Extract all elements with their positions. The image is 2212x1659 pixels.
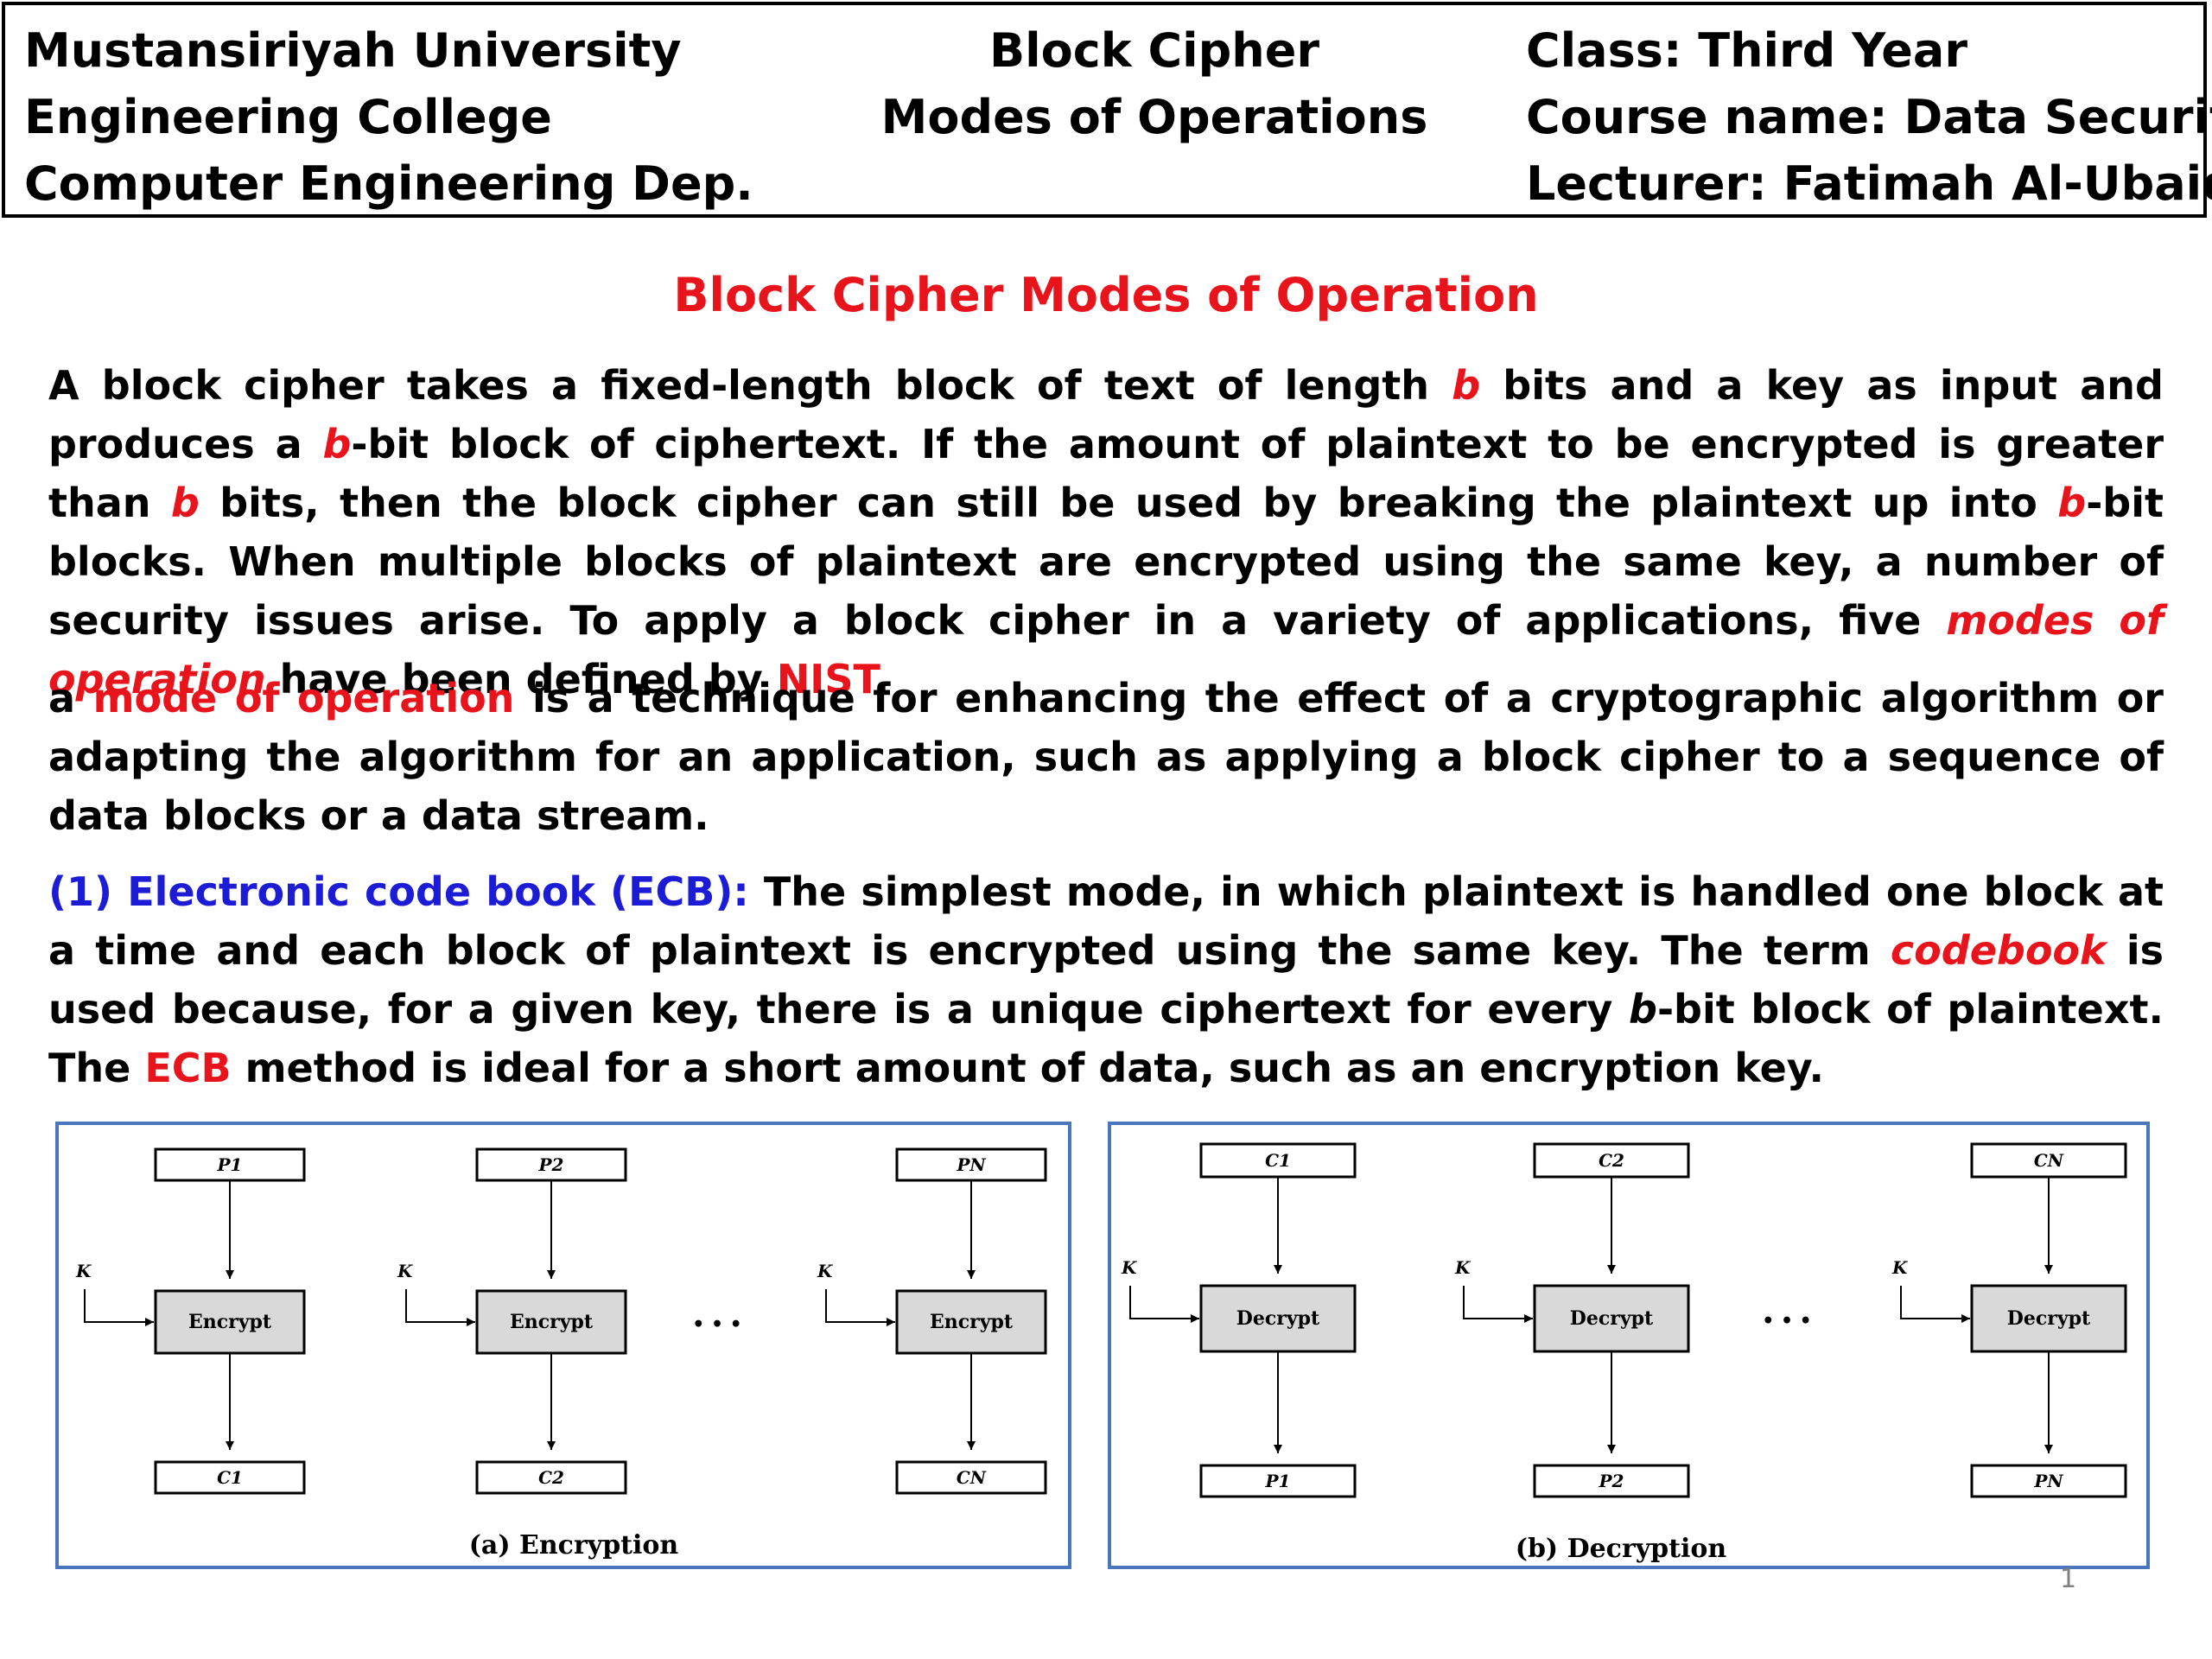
label-cn: CN [957,1467,987,1488]
header-box: Mustansiriyah University Engineering Col… [2,2,2212,218]
encrypt-label: Encrypt [930,1311,1014,1333]
key-arrow [825,1289,895,1326]
nist-term: NIST [776,656,874,702]
text-run: a [48,675,93,721]
key-label: K [1891,1257,1909,1278]
text-run: . [874,656,890,702]
text-run: method is ideal for a short amount of da… [231,1045,1825,1091]
label-pn: PN [956,1154,986,1175]
figure-caption: (a) Encryption [469,1530,679,1560]
mode-of-operation-term: mode of operation [92,675,515,721]
encrypt-label: Encrypt [188,1311,272,1333]
text-run: -bit blocks. When multiple blocks of pla… [48,480,2164,644]
key-arrow [84,1289,154,1326]
key-label: K [75,1261,92,1281]
var-b: b [170,480,200,526]
modes-of-operation-term: modes of operation [48,597,2164,702]
dec-column-n: CN K Decrypt PN [1891,1142,2127,1498]
header-right: Class: Third Year Course name: Data Secu… [1526,17,2212,217]
enc-column-2: P2 K Encrypt C2 [397,1147,627,1495]
ellipsis: • • • [1762,1310,1812,1332]
key-arrow [1463,1286,1533,1323]
decrypt-block [1533,1284,1690,1353]
ecb-encryption-diagram: P1 K Encrypt C1 P2 K Encrypt C2 • • • [75,1147,1047,1560]
ecb-encryption-figure: P1 K Encrypt C1 P2 K Encrypt C2 • • • [55,1122,1071,1569]
class-info: Class: Third Year [1526,23,1967,78]
ciphertext-block-c1 [154,1460,306,1495]
college-name: Engineering College [24,90,552,144]
ecb-paragraph: (1) Electronic code book (ECB): The simp… [48,862,2164,1097]
ciphertext-block-cn [895,1460,1047,1495]
decrypt-block [1199,1284,1357,1353]
plaintext-block-p2 [475,1147,627,1182]
ecb-term: ECB [144,1045,232,1091]
dec-column-2: C2 K Decrypt P2 [1454,1142,1690,1498]
ciphertext-block-c2 [475,1460,627,1495]
text-run: A block cipher takes a fixed-length bloc… [48,362,1452,409]
label-p1: P1 [217,1154,243,1175]
figure-caption: (b) Decryption [1516,1534,1727,1564]
plaintext-block-p1 [154,1147,306,1182]
label-c2: C2 [1599,1150,1624,1171]
university-name: Mustansiriyah University [24,23,682,78]
label-p1: P1 [1265,1471,1291,1491]
key-arrow [1900,1286,1970,1323]
course-info: Course name: Data Security [1526,90,2212,144]
key-label: K [817,1261,834,1281]
label-p2: P2 [538,1154,564,1175]
key-arrow [1129,1286,1199,1323]
ellipsis: • • • [692,1313,742,1336]
lecturer-info: Lecturer: Fatimah Al-Ubaidy [1526,156,2212,211]
label-pn: PN [2033,1471,2063,1491]
ecb-heading: (1) Electronic code book (ECB): [48,868,749,915]
decrypt-label: Decrypt [2007,1307,2091,1330]
dec-column-1: C1 K Decrypt P1 [1121,1142,1357,1498]
text-run: -bit block of ciphertext. If the amount … [48,421,2164,526]
var-b: b [1452,362,1481,409]
text-run: is a technique for enhancing the effect … [48,675,2164,839]
decrypt-label: Decrypt [1236,1307,1320,1330]
department-name: Computer Engineering Dep. [24,156,753,211]
label-cn: CN [2034,1150,2064,1171]
header-center: Block Cipher Modes of Operations [817,17,1491,150]
key-label: K [1454,1257,1471,1278]
label-p2: P2 [1599,1471,1624,1491]
lecture-topic-line1: Block Cipher [989,23,1319,78]
text-run: have been defined by [265,656,777,702]
plaintext-block-pn [895,1147,1047,1182]
page-title: Block Cipher Modes of Operation [673,268,1539,322]
codebook-term: codebook [1890,927,2107,974]
encrypt-block [475,1289,627,1355]
text-run: bits and a key as input and produces a [48,362,2164,467]
key-label: K [1121,1257,1138,1278]
plaintext-block-p1 [1199,1464,1357,1498]
text-run: The simplest mode, in which plaintext is… [48,868,2164,974]
key-label: K [397,1261,414,1281]
var-b: b [1629,986,1657,1033]
label-c1: C1 [1265,1150,1291,1171]
var-b: b [2057,480,2087,526]
var-b: b [322,421,352,467]
key-arrow [405,1289,475,1326]
text-run: is used because, for a given key, there … [48,927,2164,1033]
page-number: 1 [2060,1564,2077,1594]
plaintext-block-pn [1970,1464,2127,1498]
header-left: Mustansiriyah University Engineering Col… [24,17,753,217]
decrypt-label: Decrypt [1570,1307,1654,1330]
enc-column-n: PN K Encrypt CN [817,1147,1047,1495]
text-run: bits, then the block cipher can still be… [199,480,2058,526]
intro-paragraph: A block cipher takes a fixed-length bloc… [48,356,2164,709]
encrypt-block [895,1289,1047,1355]
ecb-decryption-diagram: C1 K Decrypt P1 C2 K Decrypt P2 • • • [1121,1142,2127,1564]
encrypt-label: Encrypt [510,1311,594,1333]
text-run: -bit block of plaintext. The [48,986,2164,1091]
lecture-topic-line2: Modes of Operations [880,90,1428,144]
label-c2: C2 [538,1467,564,1488]
definition-paragraph: a mode of operation is a technique for e… [48,669,2164,845]
plaintext-block-p2 [1533,1464,1690,1498]
label-c1: C1 [217,1467,243,1488]
ecb-decryption-figure: C1 K Decrypt P1 C2 K Decrypt P2 • • • [1108,1122,2150,1569]
enc-column-1: P1 K Encrypt C1 [75,1147,306,1495]
